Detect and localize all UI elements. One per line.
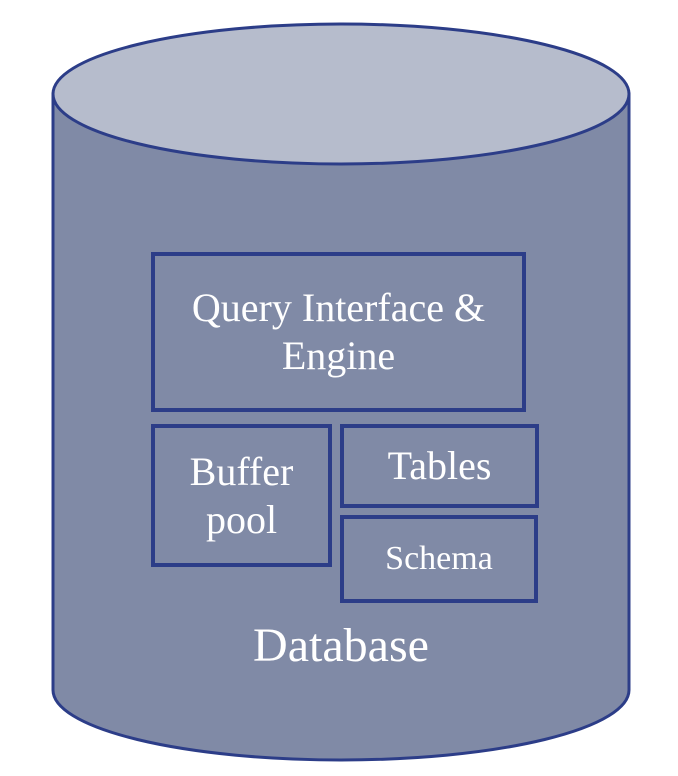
buffer-pool-label: Buffer pool [189, 448, 294, 542]
query-interface-engine-box: Query Interface & Engine [151, 252, 526, 412]
tables-label: Tables [387, 443, 492, 488]
database-label: Database [253, 619, 429, 672]
query-interface-engine-label: Query Interface & Engine [191, 285, 486, 378]
cylinder-top [51, 22, 631, 166]
schema-label: Schema [385, 539, 493, 577]
buffer-pool-box: Buffer pool [151, 424, 332, 567]
tables-box: Tables [340, 424, 539, 508]
schema-box: Schema [340, 515, 538, 603]
